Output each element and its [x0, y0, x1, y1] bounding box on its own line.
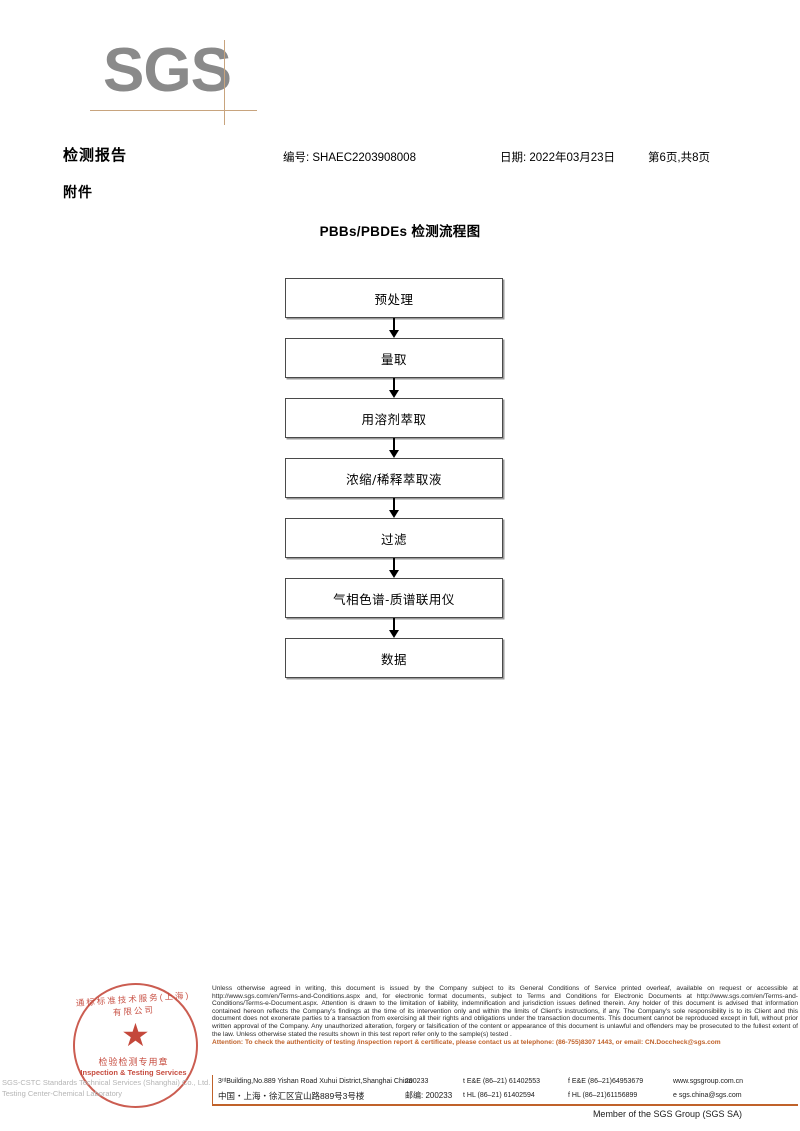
address-divider-vertical — [212, 1075, 213, 1104]
company-seal: 通标标准技术服务(上海)有限公司 ★ 检验检测专用章 Inspection & … — [66, 976, 205, 1115]
page-number: 第6页,共8页 — [648, 152, 710, 164]
legal-body: Unless otherwise agreed in writing, this… — [212, 985, 798, 1038]
flow-node: 过滤 — [285, 518, 503, 558]
flow-arrow — [285, 318, 503, 338]
star-icon: ★ — [121, 1017, 150, 1053]
flow-node: 数据 — [285, 638, 503, 678]
attachment-label: 附件 — [63, 184, 93, 200]
arrow-shaft — [392, 558, 396, 572]
attention-notice: Attention: To check the authenticity of … — [212, 1039, 721, 1047]
legal-disclaimer: Unless otherwise agreed in writing, this… — [212, 985, 798, 1047]
flow-node: 预处理 — [285, 278, 503, 318]
page-title: 检测报告 — [63, 147, 128, 164]
flow-arrow — [285, 558, 503, 578]
fax-ee: f E&E (86–21)64953679 — [568, 1078, 644, 1085]
flow-node: 气相色谱-质谱联用仪 — [285, 578, 503, 618]
company-name-line2: Testing Center-Chemical Laboratory — [2, 1089, 123, 1098]
member-notice: Member of the SGS Group (SGS SA) — [592, 1109, 742, 1119]
report-number: 编号: SHAEC2203908008 — [283, 152, 416, 164]
arrow-head — [389, 570, 399, 578]
arrow-shaft — [392, 318, 396, 332]
address-row-cn: 中国・上海・徐汇区宜山路889号3号楼 邮编: 200233 t HL (86–… — [218, 1089, 798, 1103]
arrow-head — [389, 510, 399, 518]
flowchart: 预处理 量取 用溶剂萃取 浓缩/稀释萃取液 过滤 气相色谱-质谱联用仪 数据 — [285, 278, 503, 678]
zip-cn: 邮编: 200233 — [405, 1091, 453, 1100]
flow-arrow — [285, 498, 503, 518]
flow-arrow — [285, 618, 503, 638]
arrow-head — [389, 450, 399, 458]
arrow-shaft — [392, 438, 396, 452]
flow-node: 用溶剂萃取 — [285, 398, 503, 438]
fax-hl: f HL (86–21)61156899 — [568, 1092, 638, 1099]
logo-horizontal-rule — [90, 110, 257, 111]
arrow-shaft — [392, 378, 396, 392]
telephone-ee: t E&E (86–21) 61402553 — [463, 1078, 541, 1085]
address-cn: 中国・上海・徐汇区宜山路889号3号楼 — [218, 1091, 365, 1101]
report-date: 日期: 2022年03月23日 — [500, 152, 616, 164]
address-row-en: 3ʳᵈBuilding,No.889 Yishan Road Xuhui Dis… — [218, 1075, 798, 1089]
flowchart-title: PBBs/PBDEs 检测流程图 — [319, 224, 481, 239]
seal-en-text: Inspection & Testing Services — [80, 1068, 187, 1077]
seal-cn-text: 检验检测专用章 — [98, 1057, 169, 1067]
arrow-head — [389, 330, 399, 338]
zip-en: 200233 — [405, 1078, 429, 1085]
flow-arrow — [285, 378, 503, 398]
sgs-logo-text: SGS — [103, 36, 232, 105]
flow-node: 浓缩/稀释萃取液 — [285, 458, 503, 498]
email: e sgs.china@sgs.com — [673, 1092, 742, 1099]
address-divider-horizontal — [212, 1104, 798, 1106]
flow-node: 量取 — [285, 338, 503, 378]
telephone-hl: t HL (86–21) 61402594 — [463, 1092, 535, 1099]
flow-arrow — [285, 438, 503, 458]
address-block: 3ʳᵈBuilding,No.889 Yishan Road Xuhui Dis… — [218, 1075, 798, 1103]
website: www.sgsgroup.com.cn — [673, 1078, 744, 1085]
sgs-logo: SGS — [90, 36, 263, 125]
logo-vertical-rule — [224, 40, 225, 125]
arrow-head — [389, 390, 399, 398]
page-footer: 通标标准技术服务(上海)有限公司 ★ 检验检测专用章 Inspection & … — [0, 975, 800, 1131]
arrow-shaft — [392, 618, 396, 632]
arrow-head — [389, 630, 399, 638]
arrow-shaft — [392, 498, 396, 512]
company-name-line1: SGS-CSTC Standards Technical Services (S… — [2, 1078, 211, 1087]
address-en: 3ʳᵈBuilding,No.889 Yishan Road Xuhui Dis… — [218, 1078, 413, 1085]
